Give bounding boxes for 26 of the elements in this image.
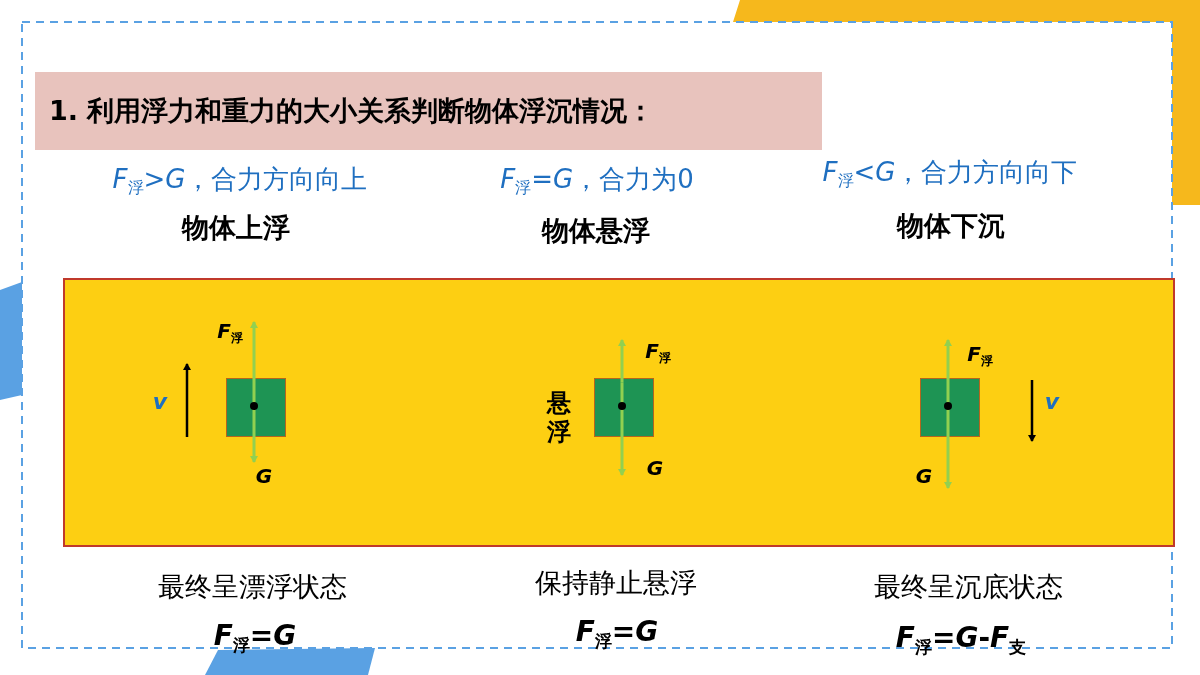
state-heading: 物体下沉 xyxy=(897,211,1005,241)
force-label: F$_{浮}$ xyxy=(217,319,243,345)
force-label: F$_{浮}$ xyxy=(967,342,993,368)
condition-text: F$_{浮}$=G，合力为0 xyxy=(500,164,694,198)
object-block xyxy=(920,378,980,437)
velocity-label: v xyxy=(152,389,168,415)
formula-text: F$_{浮}$=G xyxy=(575,616,659,652)
velocity-label: v xyxy=(1044,389,1060,415)
result-text: 最终呈漂浮状态 xyxy=(157,572,347,602)
force-label: G xyxy=(255,465,273,487)
object-block xyxy=(226,378,286,437)
force-label: G xyxy=(646,457,664,479)
formula-text: F$_{浮}$=G xyxy=(213,620,297,656)
condition-text: F$_{浮}$<G，合力方向向下 xyxy=(822,157,1078,191)
title-text: 1. 利用浮力和重力的大小关系判断物体浮沉情况： xyxy=(49,94,655,128)
force-label: F$_{浮}$ xyxy=(645,339,671,365)
state-heading: 物体悬浮 xyxy=(542,216,650,246)
condition-text: F$_{浮}$>G，合力方向向上 xyxy=(112,164,368,198)
water-tank xyxy=(63,278,1175,547)
state-label: 悬浮 xyxy=(547,389,571,447)
title-banner xyxy=(35,72,822,150)
force-label: G xyxy=(915,465,933,487)
result-text: 保持静止悬浮 xyxy=(535,568,697,598)
state-heading: 物体上浮 xyxy=(182,213,290,243)
object-block xyxy=(594,378,654,437)
result-text: 最终呈沉底状态 xyxy=(873,572,1063,602)
